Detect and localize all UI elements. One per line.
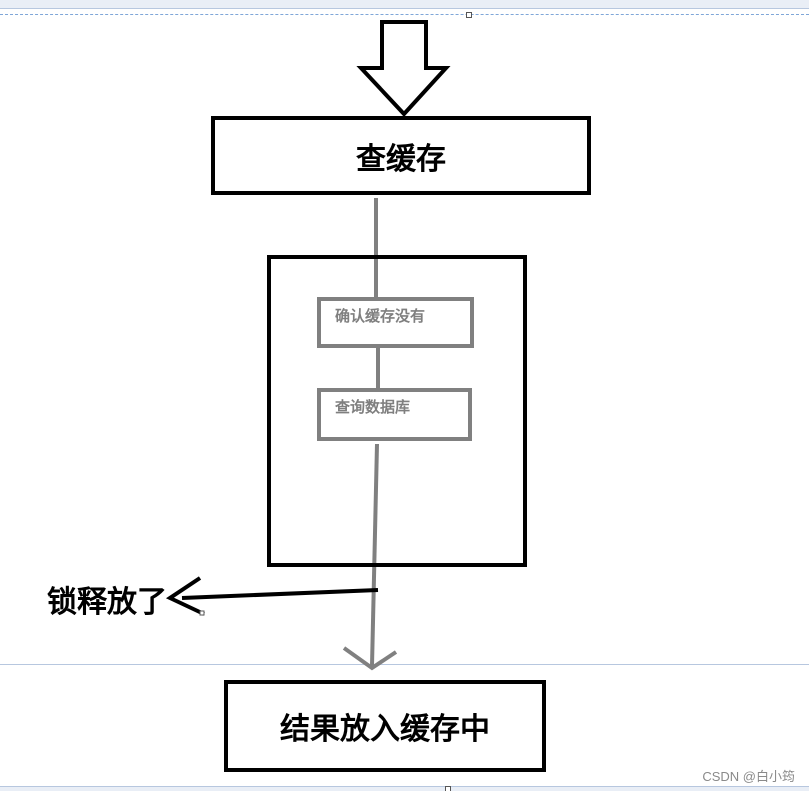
query-database-label: 查询数据库 xyxy=(335,398,411,416)
put-in-cache-label: 结果放入缓存中 xyxy=(280,712,490,747)
put-in-cache-box[interactable]: 结果放入缓存中 xyxy=(224,680,546,772)
entry-down-arrow xyxy=(356,20,451,117)
confirm-no-cache-box[interactable]: 确认缓存没有 xyxy=(317,297,474,348)
confirm-no-cache-label: 确认缓存没有 xyxy=(335,307,426,325)
top-guide-band xyxy=(0,0,809,9)
lock-release-arrow-shaft xyxy=(181,588,379,600)
top-dashed-guide xyxy=(0,14,809,15)
result-arrowhead xyxy=(342,646,398,671)
lock-release-arrowhead xyxy=(165,576,205,616)
watermark-text: CSDN @白小筠 xyxy=(702,769,795,784)
resize-handle-top[interactable] xyxy=(466,12,472,18)
lock-container-box[interactable] xyxy=(267,255,527,567)
lock-released-label: 锁释放了 xyxy=(47,585,167,620)
resize-handle-bottom[interactable] xyxy=(445,786,451,791)
query-database-box[interactable]: 查询数据库 xyxy=(317,388,472,441)
middle-guide-line xyxy=(0,664,809,665)
query-cache-label: 查缓存 xyxy=(356,141,446,177)
connector-db-to-result xyxy=(370,443,379,667)
arrow-handle xyxy=(199,610,205,616)
query-cache-box[interactable]: 查缓存 xyxy=(211,116,591,195)
bottom-guide-band xyxy=(0,786,809,791)
